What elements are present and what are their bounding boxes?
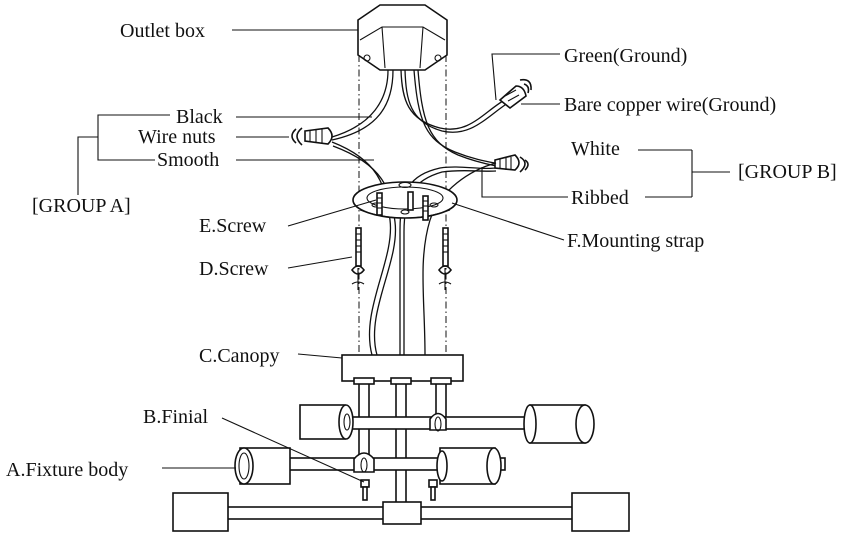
wire-nut-group-a — [291, 127, 333, 146]
label-smooth: Smooth — [157, 149, 219, 171]
outlet-box — [357, 4, 448, 71]
label-wire-nuts: Wire nuts — [138, 126, 216, 148]
leader-lines — [77, 29, 730, 483]
label-bare-copper-wire: Bare copper wire(Ground) — [564, 94, 776, 116]
wire-nut-ground — [498, 78, 532, 110]
labels: Outlet box Green(Ground) Bare copper wir… — [6, 20, 837, 481]
label-group-a: [GROUP A] — [32, 195, 131, 217]
label-c-canopy: C.Canopy — [199, 345, 280, 367]
e-screw-left — [376, 192, 383, 216]
label-b-finial: B.Finial — [143, 406, 208, 428]
label-outlet-box: Outlet box — [120, 20, 205, 42]
d-screw-left — [350, 227, 366, 290]
label-ribbed: Ribbed — [571, 187, 629, 209]
fixture-body — [172, 377, 630, 532]
label-d-screw: D.Screw — [199, 258, 269, 280]
label-black: Black — [176, 106, 223, 128]
e-screw-right — [422, 195, 429, 221]
label-group-b: [GROUP B] — [738, 161, 837, 183]
label-e-screw: E.Screw — [199, 215, 267, 237]
canopy — [341, 354, 464, 382]
d-screw-right — [437, 227, 453, 290]
label-green-ground: Green(Ground) — [564, 45, 687, 67]
mounting-strap — [352, 181, 458, 219]
e-screw-center — [407, 191, 414, 211]
label-white: White — [571, 138, 620, 160]
wire-nut-group-b — [494, 154, 529, 173]
label-a-fixture-body: A.Fixture body — [6, 459, 128, 481]
label-f-mounting-strap: F.Mounting strap — [567, 230, 704, 252]
